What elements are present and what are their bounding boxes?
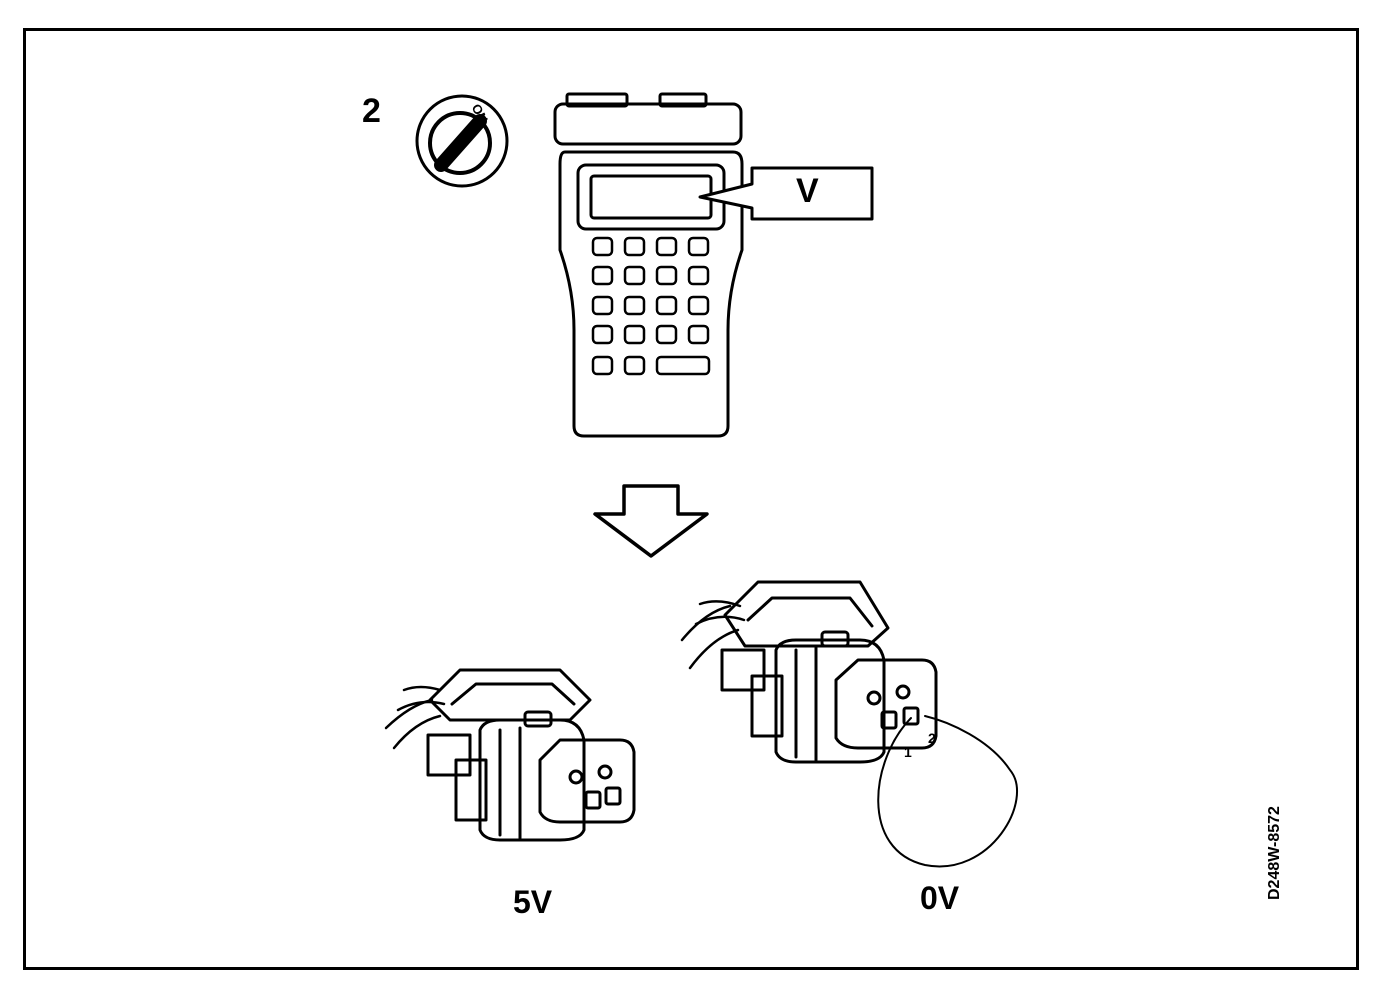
display-callout: [698, 166, 874, 221]
pin-2-label: 2: [928, 730, 936, 746]
scan-tool-icon: [553, 92, 744, 438]
left-connector-voltage: 5V: [513, 884, 553, 920]
connector-left: [384, 668, 636, 842]
pin-1-label: 1: [904, 744, 912, 760]
connector-right: [680, 580, 938, 764]
figure-code: D248W-8572: [1266, 806, 1283, 900]
figure-frame: [23, 28, 1359, 970]
display-reading: V: [796, 172, 819, 210]
right-connector-voltage: 0V: [920, 880, 960, 916]
step-number: 2: [362, 92, 381, 130]
jumper-wire-icon: [877, 715, 1018, 868]
ignition-key-icon: [415, 94, 509, 188]
arrow-down-icon: [593, 484, 709, 558]
